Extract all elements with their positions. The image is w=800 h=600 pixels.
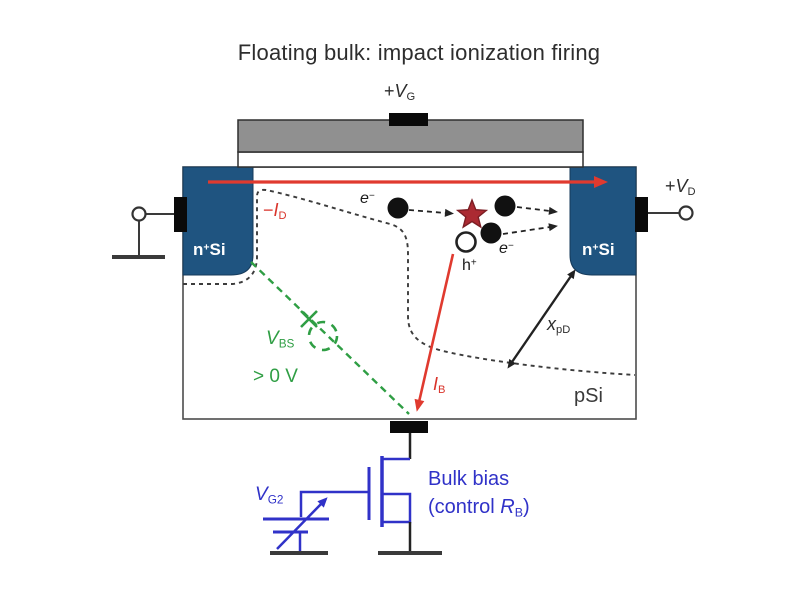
electron-path-arrow-2	[516, 206, 558, 215]
electron-label-2: e−	[499, 241, 514, 257]
mosfet-gate-lead	[299, 490, 369, 517]
source-region-n: n	[193, 240, 204, 259]
bulk-bias-close-paren: )	[522, 496, 530, 518]
gate-voltage-symbol: V	[394, 81, 407, 101]
source-region-label: n+Si	[193, 241, 226, 258]
drain-region-plus: +	[592, 241, 599, 254]
mosfet-body-source-stub	[382, 492, 412, 524]
vg2-symbol: V	[255, 484, 268, 505]
vbs-condition-text: > 0 V	[253, 366, 298, 387]
figure-title: Floating bulk: impact ionization firing	[237, 40, 601, 65]
depletion-width-label: xpD	[547, 315, 570, 336]
bulk-current-label: IB	[433, 375, 445, 396]
drain-voltage-sign: +	[665, 176, 676, 196]
electron-dot-1	[387, 197, 409, 219]
gate-contact	[389, 113, 428, 126]
drain-current-symbol: I	[273, 200, 279, 220]
substrate-label: pSi	[574, 385, 603, 407]
bulk-current-arrow	[414, 253, 455, 412]
electron-path-arrow-1	[408, 208, 454, 217]
electron-symbol: e	[360, 190, 369, 207]
source-region-si: Si	[209, 240, 226, 259]
bulk-bias-label-line1: Bulk bias	[428, 468, 510, 490]
hole-symbol: h	[462, 257, 471, 274]
xpd-symbol: x	[547, 314, 556, 334]
drain-contact	[635, 197, 648, 232]
xpd-subscript: pD	[556, 324, 571, 337]
variable-source-arrow	[276, 497, 328, 550]
bulk-bias-label-line2: (control RB)	[428, 497, 530, 519]
drain-voltage-subscript: D	[687, 186, 696, 199]
drain-current-subscript: D	[278, 210, 287, 223]
drain-region-n: n	[582, 240, 593, 259]
depletion-width-arrow	[507, 269, 576, 369]
drain-region-label: n+Si	[582, 241, 615, 258]
drain-current-sign: −	[263, 200, 274, 220]
gate-voltage-sign: +	[384, 81, 395, 101]
gate2-voltage-label: VG2	[255, 485, 283, 506]
body-source-voltage-label: VBS	[266, 329, 294, 350]
source-contact	[174, 197, 187, 232]
drain-voltage-label: +VD	[665, 177, 696, 198]
source-region	[182, 166, 254, 276]
bias-mosfet-symbol	[263, 456, 412, 552]
bulk-contact	[390, 421, 428, 433]
hole-label: h+	[462, 258, 477, 274]
electron-path-arrow-3	[502, 223, 558, 235]
bulk-current-symbol: I	[433, 374, 439, 394]
bulk-resistance-symbol: R	[500, 496, 515, 518]
body-source-bias-path	[250, 261, 410, 415]
vg2-subscript: G2	[267, 493, 284, 507]
vbs-subscript: BS	[278, 337, 295, 351]
electron-dot-3	[480, 222, 502, 244]
source-terminal-circle	[131, 206, 147, 222]
drain-region-si: Si	[598, 240, 615, 259]
electron-symbol: e	[499, 240, 508, 257]
junction-dashed-circle	[307, 320, 339, 352]
source-region-plus: +	[203, 241, 210, 254]
hole-charge: +	[470, 257, 477, 269]
electron-charge: −	[368, 190, 375, 202]
drain-terminal-circle	[678, 205, 694, 221]
electron-charge: −	[507, 240, 514, 252]
drain-voltage-symbol: V	[675, 176, 688, 196]
vbs-symbol: V	[266, 328, 279, 349]
hole-dot	[455, 231, 477, 253]
junction-x-mark	[300, 310, 318, 328]
electron-dot-2	[494, 195, 516, 217]
bulk-current-subscript: B	[438, 384, 446, 397]
gate-oxide	[237, 151, 584, 168]
drain-current-label: −ID	[263, 201, 287, 222]
bulk-resistance-subscript: B	[514, 505, 523, 520]
impact-ionization-star	[455, 198, 489, 229]
bulk-bias-control-text: (control	[428, 496, 501, 518]
electron-label-1: e−	[360, 191, 375, 207]
body-source-voltage-condition: > 0 V	[253, 367, 298, 386]
gate-voltage-label: +VG	[384, 82, 415, 103]
gate-voltage-subscript: G	[406, 91, 416, 104]
